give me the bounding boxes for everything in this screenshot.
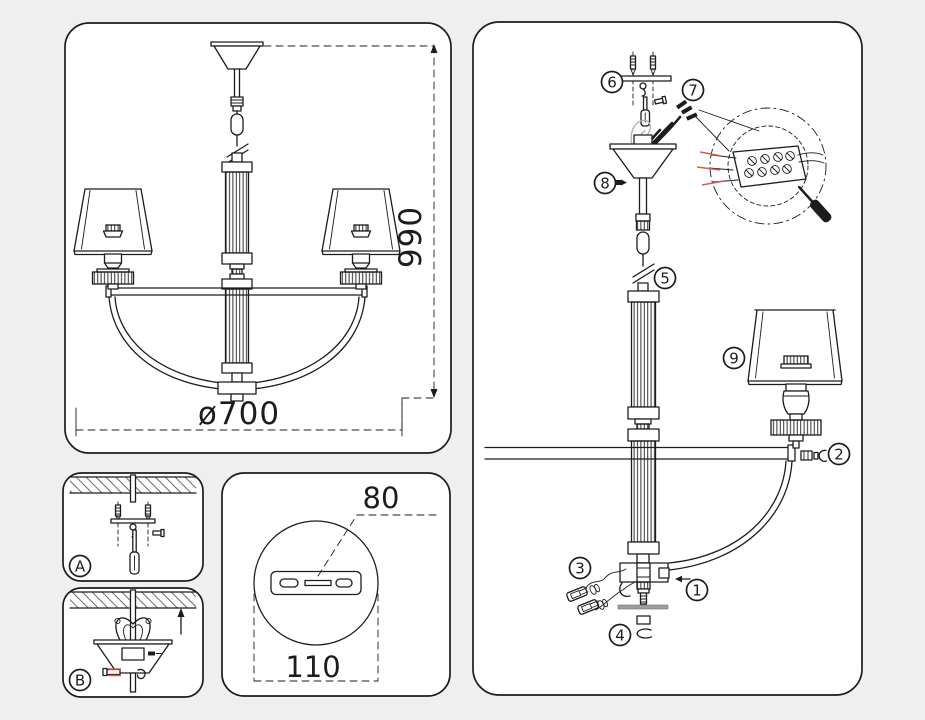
svg-text:8: 8 (600, 174, 610, 192)
svg-text:2: 2 (834, 445, 844, 463)
threaded-rod (129, 589, 137, 645)
socket (782, 390, 810, 415)
svg-text:4: 4 (615, 626, 625, 644)
slot-center (304, 579, 332, 587)
slot-left (279, 578, 299, 588)
hole-spacing-label: 80 (363, 481, 400, 515)
callout-3: 3 (568, 556, 592, 580)
panel-mount-plate: 80 110 (221, 472, 451, 697)
svg-text:9: 9 (729, 349, 739, 367)
callout-7: 7 (681, 78, 705, 102)
ceiling-section (69, 589, 197, 645)
svg-text:A: A (75, 557, 86, 575)
plug-icon (566, 586, 589, 602)
bowl-arm-left (108, 296, 236, 391)
canopy-cone (213, 45, 261, 70)
callout-8: 8 (593, 171, 617, 195)
bowl-arm-right (238, 296, 366, 391)
panel-step-a: A (62, 472, 204, 582)
spring-clip (114, 617, 152, 641)
locking-screw (102, 667, 146, 680)
bottom-hub (217, 381, 257, 395)
break-symbol (632, 263, 655, 284)
threaded-rod (129, 474, 137, 503)
chandelier-drawing (73, 41, 401, 402)
washer-icon (597, 598, 609, 610)
panel-step-b: B (62, 587, 204, 698)
ribbed-ring (770, 419, 822, 436)
svg-text:B: B (75, 671, 85, 689)
step-b-badge: B (68, 668, 92, 692)
diameter-dimension: ø700 (75, 396, 403, 437)
curved-arm (668, 460, 793, 571)
set-screw-icon (148, 651, 155, 656)
step-a-badge: A (68, 554, 92, 578)
column-group (627, 290, 660, 564)
height-dim-label: 990 (393, 206, 429, 268)
canopy-group (609, 134, 677, 186)
bottom-fastener-group (617, 604, 669, 639)
svg-text:6: 6 (607, 73, 617, 91)
square-nut (636, 615, 651, 625)
plate-width-dimension: 110 (253, 593, 379, 684)
shade-assembly (747, 309, 843, 449)
callout-2: 2 (827, 442, 851, 466)
chain-link (636, 231, 650, 255)
callout-5: 5 (653, 266, 677, 290)
terminal-block (732, 145, 807, 188)
callout-9: 9 (722, 346, 746, 370)
arm-bar (110, 287, 364, 296)
terminal-contacts (744, 151, 795, 178)
up-arrow-icon (177, 608, 185, 635)
plate-width-label: 110 (285, 650, 340, 684)
washer-icon (589, 583, 601, 595)
fluted-column (224, 171, 250, 254)
mounting-plate (270, 570, 362, 596)
hole-spacing-dimension: 80 (317, 481, 437, 577)
svg-text:7: 7 (688, 81, 698, 99)
small-screw-icon (653, 95, 668, 105)
detail-leader-2 (695, 116, 730, 152)
callout-6: 6 (600, 70, 624, 94)
wiring-detail (696, 107, 832, 225)
diameter-dim-label: ø700 (198, 396, 280, 432)
svg-text:5: 5 (660, 269, 670, 287)
hub-group (619, 562, 670, 609)
split-ring (636, 628, 653, 639)
plug-icon (577, 599, 600, 615)
shade-screw-group (800, 449, 828, 462)
panel-overview: 990 ø700 (64, 22, 452, 454)
small-screw-icon (152, 528, 165, 538)
detail-circle (253, 520, 379, 646)
callout-1: 1 (685, 578, 709, 602)
canopy (93, 639, 173, 693)
suspension-group (632, 177, 655, 292)
chain-link (230, 113, 244, 136)
panel-assembly: 6 7 (472, 21, 863, 696)
hook-icon (136, 668, 146, 680)
screwdriver-icon (129, 529, 140, 575)
svg-text:1: 1 (692, 581, 702, 599)
bottom-plate (617, 604, 669, 610)
height-dimension: 990 (263, 44, 438, 431)
callout-4: 4 (608, 623, 632, 647)
connector-group (566, 568, 638, 615)
detail-leader-1 (698, 109, 760, 132)
slot-right (335, 578, 353, 588)
ceiling-section (69, 474, 197, 503)
canopy-screw-icon (614, 179, 627, 186)
screwdriver-icon (797, 185, 832, 223)
svg-text:3: 3 (575, 559, 585, 577)
